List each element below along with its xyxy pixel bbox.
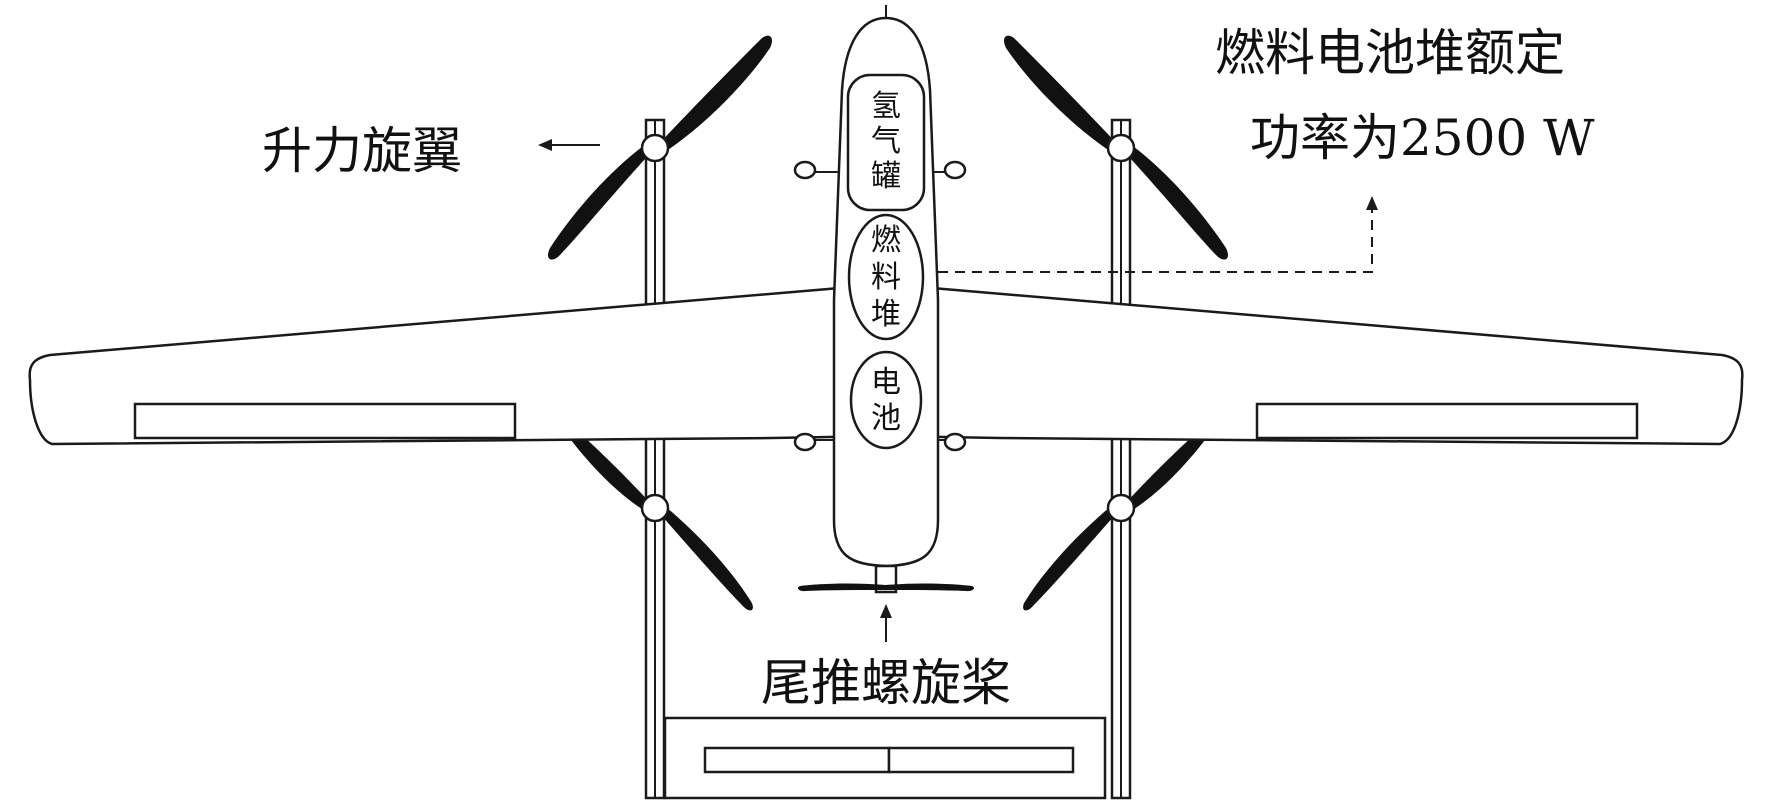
fuel-cell-annotation: 燃料电池堆额定 功率为2500 W <box>938 24 1595 273</box>
hydrogen-tank-char-1: 氢 <box>871 89 901 124</box>
fuel-stack-char-3: 堆 <box>871 297 901 332</box>
hydrogen-tank-compartment: 氢 气 罐 <box>846 73 926 212</box>
lift-rotor-annotation: 升力旋翼 <box>262 122 600 180</box>
battery-char-2: 池 <box>871 401 901 436</box>
hydrogen-tank-char-3: 罐 <box>871 159 901 194</box>
lift-rotor-front-left <box>547 35 773 260</box>
lift-rotor-label: 升力旋翼 <box>262 122 462 180</box>
left-boom <box>644 118 666 800</box>
hydrogen-tank-char-2: 气 <box>871 124 901 159</box>
arrow-up-icon <box>1366 196 1378 210</box>
arrow-up-icon <box>880 604 892 618</box>
lift-rotor-front-right <box>1003 35 1229 260</box>
arrow-left-icon <box>538 139 552 151</box>
tail-propeller-annotation: 尾推螺旋桨 <box>761 604 1011 712</box>
fuel-stack-char-1: 燃 <box>871 223 901 258</box>
battery-char-1: 电 <box>871 365 901 400</box>
fuel-cell-rating-line2: 功率为2500 W <box>1250 109 1595 167</box>
lift-rotor-rear-left <box>564 423 753 611</box>
dashed-leader-line <box>938 205 1373 273</box>
tail-propeller <box>797 583 975 592</box>
right-boom <box>1110 118 1132 800</box>
lift-rotor-rear-right <box>1023 423 1212 611</box>
fuel-stack-char-2: 料 <box>871 260 901 295</box>
fuel-stack-compartment: 燃 料 堆 <box>847 213 925 341</box>
battery-compartment: 电 池 <box>849 350 923 450</box>
tail-propeller-label: 尾推螺旋桨 <box>761 654 1011 712</box>
tail-frame <box>663 716 1107 800</box>
fuel-cell-rating-line1: 燃料电池堆额定 <box>1215 24 1565 82</box>
